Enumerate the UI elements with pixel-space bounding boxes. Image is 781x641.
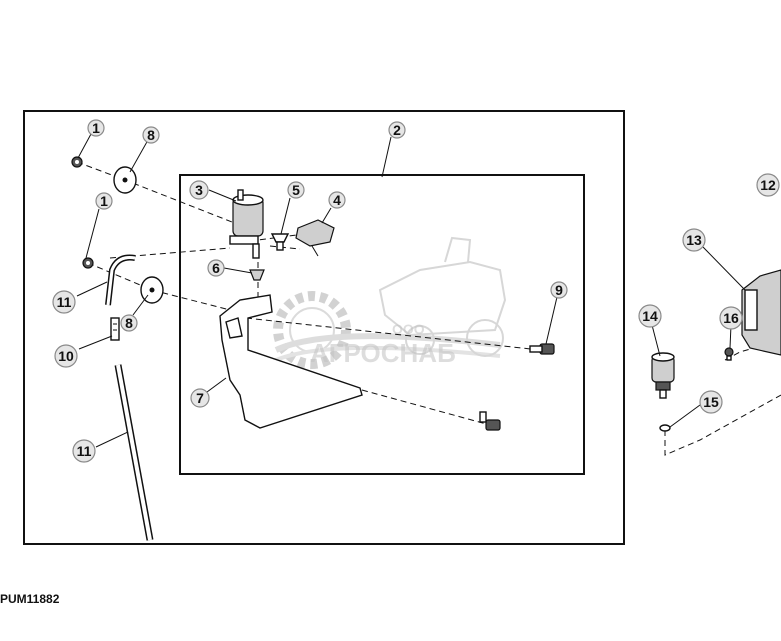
svg-text:1: 1 xyxy=(92,120,100,136)
callouts: 1 8 1 2 3 5 4 6 xyxy=(52,119,780,463)
gear-logo-icon xyxy=(273,291,501,369)
callout-8-lower: 8 xyxy=(120,314,138,332)
part-16-grommet xyxy=(724,347,734,361)
svg-text:14: 14 xyxy=(642,308,658,324)
callout-8-top: 8 xyxy=(142,126,160,144)
figure-reference-code: PUM11882 xyxy=(0,592,60,606)
svg-text:8: 8 xyxy=(147,127,155,143)
svg-text:16: 16 xyxy=(723,310,739,326)
callout-5: 5 xyxy=(287,181,305,199)
part-4-connector xyxy=(295,219,335,257)
callout-13: 13 xyxy=(682,228,706,252)
svg-text:3: 3 xyxy=(195,182,203,198)
callout-1-top: 1 xyxy=(87,119,105,137)
svg-text:12: 12 xyxy=(760,177,776,193)
callout-3: 3 xyxy=(189,180,209,200)
outer-frame xyxy=(23,110,625,545)
callout-16: 16 xyxy=(719,306,743,330)
svg-text:9: 9 xyxy=(555,282,563,298)
svg-text:4: 4 xyxy=(333,192,341,208)
part-1-lower-nut xyxy=(82,257,94,269)
callout-4: 4 xyxy=(328,191,346,209)
svg-text:5: 5 xyxy=(292,182,300,198)
part-8-lower-washer xyxy=(140,276,164,304)
watermark-brand: АГРОСНАБ xyxy=(310,338,456,368)
svg-text:8: 8 xyxy=(125,315,133,331)
part-6-seal xyxy=(249,269,265,281)
callout-leaders xyxy=(76,133,746,448)
callout-10: 10 xyxy=(54,344,78,368)
svg-text:1: 1 xyxy=(100,193,108,209)
svg-text:15: 15 xyxy=(703,394,719,410)
part-9-lower-bolt xyxy=(479,411,501,431)
part-9-upper-bolt xyxy=(529,343,555,355)
callout-6: 6 xyxy=(207,259,225,277)
callout-14: 14 xyxy=(638,304,662,328)
callout-12: 12 xyxy=(756,173,780,197)
assembly-lines xyxy=(76,161,781,456)
svg-text:10: 10 xyxy=(58,348,74,364)
callout-2: 2 xyxy=(388,121,406,139)
svg-text:7: 7 xyxy=(196,390,204,406)
part-13-reservoir xyxy=(741,269,781,356)
part-1-top-nut xyxy=(71,156,83,168)
part-3-washer-pump xyxy=(229,189,264,259)
combine-harvester-icon xyxy=(378,236,507,357)
callout-11-upper: 11 xyxy=(52,290,76,314)
callout-1-lower: 1 xyxy=(95,192,113,210)
watermark-small: ООО xyxy=(392,321,425,337)
part-11-hose xyxy=(105,254,154,541)
svg-text:11: 11 xyxy=(57,294,72,310)
callout-9: 9 xyxy=(550,281,568,299)
part-14-pump xyxy=(651,352,675,399)
svg-text:11: 11 xyxy=(77,443,92,459)
part-7-bracket xyxy=(219,294,363,429)
part-10-connector xyxy=(110,317,120,341)
part-5-grommet xyxy=(270,233,290,251)
part-8-top-washer xyxy=(113,166,137,194)
svg-text:6: 6 xyxy=(212,260,220,276)
part-15-seal xyxy=(659,424,671,432)
callout-11-lower: 11 xyxy=(72,439,96,463)
svg-text:13: 13 xyxy=(686,232,702,248)
watermark: ООО АГРОСНАБ xyxy=(273,236,507,369)
callout-15: 15 xyxy=(699,390,723,414)
svg-text:2: 2 xyxy=(393,122,401,138)
callout-7: 7 xyxy=(190,388,210,408)
